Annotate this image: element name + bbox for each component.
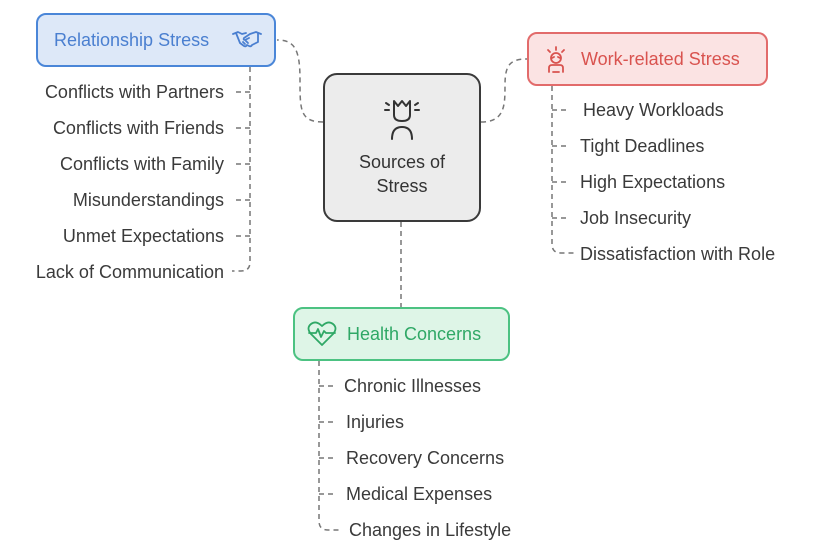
connector-relationship-spine (232, 67, 251, 272)
list-item: Recovery Concerns (346, 448, 505, 468)
stressed-worker-icon (543, 46, 569, 79)
relationship-stress-title: Relationship Stress (54, 29, 210, 50)
list-item: Medical Expenses (346, 484, 493, 504)
work-stress-title: Work-related Stress (581, 48, 740, 69)
connector-center-work (480, 58, 528, 123)
list-item: Dissatisfaction with Role (580, 244, 776, 264)
list-item: Changes in Lifestyle (349, 520, 512, 540)
stressed-person-icon (380, 97, 424, 146)
list-item: Lack of Communication (35, 262, 224, 282)
list-item: Conflicts with Friends (52, 118, 224, 138)
health-concerns-title: Health Concerns (347, 323, 482, 344)
list-item: Misunderstandings (72, 190, 224, 210)
connector-center-relationship (276, 39, 324, 123)
list-item: Tight Deadlines (580, 136, 705, 156)
relationship-stress-node: Relationship Stress (36, 13, 276, 67)
list-item: Injuries (346, 412, 405, 432)
list-item: Unmet Expectations (62, 226, 224, 246)
center-title: Sources of Stress (358, 152, 446, 196)
connector-health-spine (318, 361, 340, 531)
list-item: Heavy Workloads (583, 100, 724, 120)
center-node: Sources of Stress (323, 73, 481, 222)
work-stress-node: Work-related Stress (527, 32, 768, 86)
list-item: Conflicts with Partners (44, 82, 224, 102)
list-item: High Expectations (580, 172, 726, 192)
list-item: Conflicts with Family (59, 154, 224, 174)
heartbeat-icon (307, 321, 337, 352)
handshake-icon (232, 28, 262, 57)
connector-work-spine (551, 86, 574, 254)
health-concerns-node: Health Concerns (293, 307, 510, 361)
list-item: Job Insecurity (580, 208, 692, 228)
list-item: Chronic Illnesses (344, 376, 482, 396)
